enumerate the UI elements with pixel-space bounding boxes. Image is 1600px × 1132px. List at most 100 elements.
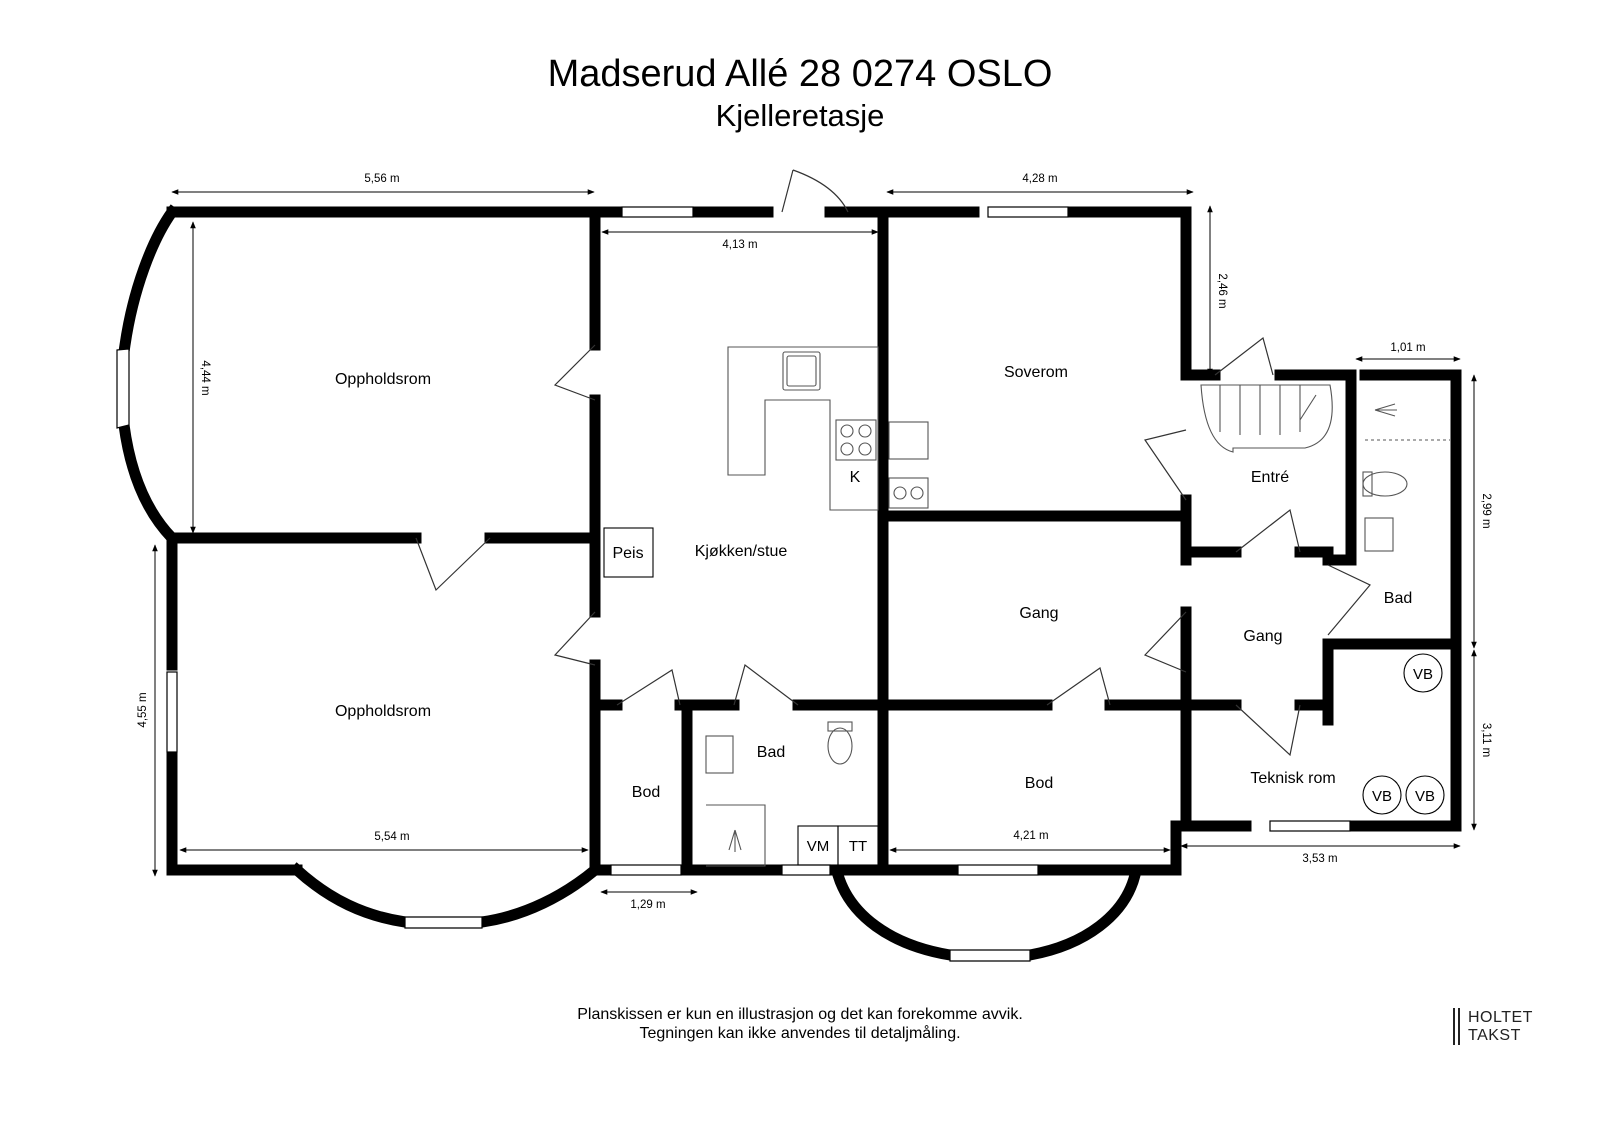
water-heater-3 (1405, 775, 1445, 815)
fireplace (603, 527, 654, 578)
label-vm: VM (807, 838, 830, 855)
kitchen-sink (782, 351, 821, 391)
window-teknisk-bottom (1269, 820, 1351, 832)
wall-bay-bottom-mid-left (831, 868, 957, 962)
windows (116, 206, 1351, 962)
room-kitchen-k: K (850, 469, 861, 486)
door-gang-bod (1046, 667, 1111, 706)
window-left-lower (166, 671, 178, 753)
shower-head-icon (1374, 403, 1397, 417)
room-entre: Entré (1251, 469, 1289, 486)
soverom-sink (888, 421, 929, 460)
wall-bay-bottom-right (475, 862, 603, 929)
window-bad-bottom (781, 864, 831, 876)
room-gang-1: Gang (1019, 605, 1058, 622)
room-teknisk-rom: Teknisk rom (1250, 770, 1335, 787)
bad-toilet-tank (827, 721, 853, 732)
door-left-upper (553, 344, 596, 401)
door-oppholdsrom (415, 537, 491, 592)
dim-label-bod: 1,29 m (630, 899, 665, 911)
water-heater-1 (1403, 653, 1443, 693)
stove-burner (893, 486, 907, 500)
soverom-stove (888, 477, 929, 509)
room-soverom: Soverom (1004, 364, 1068, 381)
dim-label-kitchen: 4,13 m (722, 239, 757, 251)
doors (415, 169, 1371, 757)
dim-label-top-right: 4,28 m (1022, 173, 1057, 185)
shower-head-icon (728, 829, 742, 852)
dim-label-top-left: 5,56 m (364, 173, 399, 185)
kitchen-sink-inner (786, 355, 817, 387)
dim-label-right-upper: 2,99 m (1480, 493, 1492, 528)
wall-bottom-mid (1034, 820, 1252, 876)
stove-burner (858, 424, 872, 438)
door-bad (733, 663, 799, 706)
bad-shower (706, 804, 766, 867)
stair-treads (1219, 385, 1317, 435)
room-peis: Peis (612, 545, 643, 562)
dimension-lines (152, 189, 1477, 895)
wall-bottom-right (1322, 369, 1462, 832)
window-bay-left (116, 348, 130, 429)
dim-label-soverom-h: 2,46 m (1216, 273, 1228, 308)
water-heater-2 (1362, 775, 1402, 815)
door-entre-left (1144, 429, 1187, 501)
room-bad-2: Bad (1384, 590, 1412, 607)
room-oppholdsrom-upper: Oppholdsrom (335, 371, 431, 388)
door-left-lower (553, 611, 596, 666)
dim-label-bottom-left: 5,54 m (374, 831, 409, 843)
kitchen-stove (835, 419, 877, 461)
window-top-kitchen (621, 206, 694, 218)
dimension-labels: 5,56 m 4,13 m 4,28 m 4,44 m 2,46 m 1,01 … (137, 173, 1492, 911)
room-bad-1: Bad (757, 744, 785, 761)
door-teknisk (1235, 704, 1301, 757)
stove-burner (910, 486, 924, 500)
room-oppholdsrom-lower: Oppholdsrom (335, 703, 431, 720)
room-gang-2: Gang (1243, 628, 1282, 645)
fixture-labels: VM TT VB VB VB (807, 666, 1435, 855)
bad2-toilet (1362, 471, 1408, 497)
dim-label-upper-left-h: 4,44 m (199, 360, 211, 395)
door-gang-left (1143, 611, 1187, 673)
wall-bay-bottom-mid-right (1023, 868, 1142, 962)
label-vb-1: VB (1413, 666, 1433, 683)
wall-bay-left-lower (117, 418, 180, 546)
window-bay-bottom-mid (949, 949, 1031, 962)
disclaimer-line-1: Planskissen er kun en illustrasjon og de… (577, 1006, 1023, 1023)
room-bod-2: Bod (1025, 775, 1053, 792)
stove-burner (858, 442, 872, 456)
window-bottom-mid (957, 864, 1039, 876)
fixtures (603, 346, 1450, 867)
label-vb-3: VB (1415, 788, 1435, 805)
room-bod-1: Bod (632, 784, 660, 801)
window-bay-bottom-left (404, 916, 483, 929)
logo-text-line-1: HOLTET (1468, 1009, 1533, 1026)
door-bod (616, 669, 681, 706)
logo-text-line-2: TAKST (1468, 1027, 1521, 1044)
staircase (1200, 384, 1333, 453)
room-labels: Oppholdsrom Oppholdsrom Kjøkken/stue Pei… (335, 364, 1412, 801)
window-bod-bottom (610, 864, 682, 876)
bad-toilet (827, 727, 853, 765)
stove-burner (840, 442, 854, 456)
holtet-takst-logo: HOLTET TAKST (1453, 1008, 1563, 1050)
dim-label-bad-w: 1,01 m (1390, 342, 1425, 354)
bad-sink (705, 735, 734, 774)
dim-label-lower-left-h: 4,55 m (137, 692, 149, 727)
label-vb-2: VB (1372, 788, 1392, 805)
bad2-toilet-tank (1362, 471, 1373, 497)
window-top-soverom (987, 206, 1069, 218)
door-entre-top (1214, 336, 1274, 376)
floor-subtitle: Kjelleretasje (715, 98, 885, 133)
dim-label-bottom-mid: 4,21 m (1013, 830, 1048, 842)
kitchen-counter (727, 346, 879, 511)
stove-burner (840, 424, 854, 438)
disclaimer-line-2: Tegningen kan ikke anvendes til detaljmå… (639, 1025, 961, 1042)
door-bad-2 (1327, 564, 1371, 636)
wall-bay-bottom-left (289, 862, 412, 929)
label-tt: TT (849, 838, 867, 855)
walls (117, 204, 1462, 962)
disclaimer: Planskissen er kun en illustrasjon og de… (0, 1005, 1600, 1043)
door-main-entrance (781, 169, 849, 213)
